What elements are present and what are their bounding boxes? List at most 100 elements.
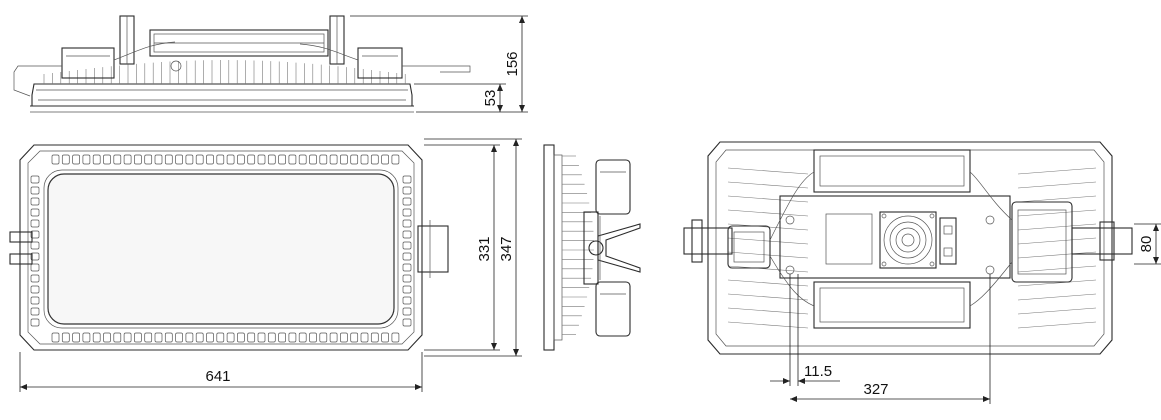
dimension-label-347: 347 <box>498 236 515 261</box>
vent-slot <box>103 154 111 165</box>
vent-slot <box>319 332 328 343</box>
heatsink-fin <box>1017 237 1097 245</box>
vent-slot <box>288 332 297 343</box>
vent-slot <box>391 332 400 343</box>
vent-slot <box>402 263 412 272</box>
vent-slot <box>206 154 214 165</box>
heatsink-fin <box>1017 307 1097 315</box>
vent-slot <box>402 318 412 327</box>
vent-slot <box>329 154 338 165</box>
vent-slot <box>226 332 235 343</box>
vent-slot <box>257 332 266 343</box>
vent-slot <box>113 154 122 165</box>
vent-slot <box>402 208 412 217</box>
vent-slot <box>402 197 412 206</box>
heatsink-fin <box>1017 321 1097 329</box>
vent-slot <box>391 154 400 165</box>
vent-slot <box>257 154 266 165</box>
vent-slot <box>360 154 369 165</box>
heatsink-fin <box>727 279 809 287</box>
heatsink-fin <box>727 251 809 259</box>
vent-slot <box>72 154 80 165</box>
vent-slot <box>226 154 235 165</box>
vent-slot <box>402 241 412 250</box>
vent-slot <box>237 332 245 343</box>
dimension-53: 53 <box>414 83 506 112</box>
vent-slot <box>72 332 80 343</box>
vent-slot <box>247 154 256 165</box>
vent-slot <box>144 332 153 343</box>
vent-slot <box>402 307 412 316</box>
vent-slot <box>340 154 348 165</box>
vent-slot <box>216 154 225 165</box>
vent-slot <box>30 186 40 195</box>
vent-slot <box>30 175 40 184</box>
driver-bottom <box>813 281 971 329</box>
vent-slot <box>30 274 40 283</box>
dimension-label-80: 80 <box>1138 236 1155 253</box>
vent-slot <box>123 332 132 343</box>
vent-slot <box>30 208 40 217</box>
vent-slot <box>175 154 183 165</box>
vent-slot <box>30 230 40 239</box>
vent-slot <box>30 197 40 206</box>
vent-slot <box>402 285 412 294</box>
vent-slot <box>134 154 142 165</box>
vent-slot <box>30 263 40 272</box>
dimension-label-156: 156 <box>504 51 521 76</box>
heatsink-fin <box>1017 279 1097 287</box>
dimension-327: 327 <box>790 274 991 404</box>
vent-slot <box>402 219 412 228</box>
vent-slot <box>360 332 369 343</box>
vent-slot <box>123 154 132 165</box>
vent-slot <box>370 332 379 343</box>
vent-slot <box>61 154 70 165</box>
heatsink-fin <box>1017 251 1097 259</box>
vent-slot <box>61 332 70 343</box>
vent-slot <box>144 154 153 165</box>
vent-slot <box>402 252 412 261</box>
vent-slot <box>30 219 40 228</box>
vent-slot <box>298 154 307 165</box>
vent-slot <box>154 332 163 343</box>
vent-slot <box>267 154 276 165</box>
driver-top <box>813 149 971 193</box>
vent-slot <box>30 318 40 327</box>
vent-slot <box>51 332 60 343</box>
vent-slot <box>350 332 359 343</box>
vent-slot <box>402 186 412 195</box>
vent-slot <box>30 296 40 305</box>
heatsink-fin <box>727 321 809 329</box>
heatsink-fin <box>727 265 809 273</box>
vent-slot <box>103 332 111 343</box>
dimension-label-327: 327 <box>863 381 888 398</box>
vent-slot <box>164 154 173 165</box>
vent-slot <box>237 154 245 165</box>
heatsink-fin <box>1017 209 1097 217</box>
junction-box-left <box>727 225 771 269</box>
heatsink-fin <box>1017 167 1097 175</box>
vent-slot <box>175 332 183 343</box>
heatsink-fin <box>727 293 809 301</box>
vent-slot <box>381 154 389 165</box>
vent-slot <box>309 154 317 165</box>
side-elevation-view <box>13 15 471 113</box>
vent-slot <box>195 154 204 165</box>
vent-slot <box>195 332 204 343</box>
vent-slot <box>340 332 348 343</box>
vent-slot <box>402 274 412 283</box>
vent-slot <box>402 230 412 239</box>
vent-slot <box>30 307 40 316</box>
heatsink-fin <box>1017 195 1097 203</box>
vent-slot <box>309 332 317 343</box>
dimension-347: 347 <box>424 138 522 357</box>
vent-slot <box>402 296 412 305</box>
heatsink-fin <box>727 307 809 315</box>
vent-slot <box>267 332 276 343</box>
vent-slot <box>92 332 101 343</box>
front-view <box>9 144 449 351</box>
heatsink-fin <box>1017 223 1097 231</box>
vent-slot <box>30 241 40 250</box>
dimension-11-5: 11.5 <box>770 274 840 386</box>
heatsink-fin <box>1017 293 1097 301</box>
